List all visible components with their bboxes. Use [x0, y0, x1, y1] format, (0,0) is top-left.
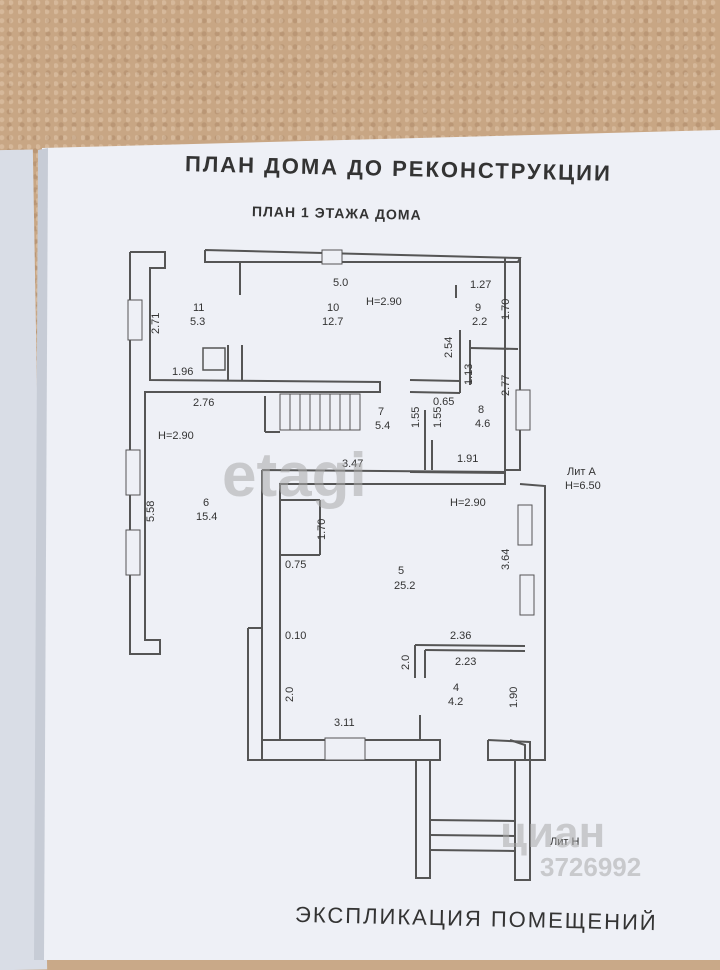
watermark-etagi: etagi: [222, 441, 367, 510]
dim-label: 1.96: [172, 366, 194, 378]
dim-label: 5.0: [333, 277, 349, 289]
paper-edge: [34, 148, 48, 960]
stove-square: [202, 347, 226, 371]
dim-label: 2.77: [500, 374, 512, 396]
dim-label: 1.55: [410, 406, 422, 428]
dim-label: 1.55: [432, 406, 444, 428]
room-8-area: 4.6: [475, 418, 491, 430]
room-10-height: H=2.90: [366, 296, 402, 308]
dim-label: 3.64: [500, 548, 512, 570]
dim-label: 0.10: [285, 630, 307, 642]
room-10-number: 10: [327, 302, 340, 314]
dim-label: 3.47: [342, 458, 364, 470]
lit-a-height: H=6.50: [565, 480, 601, 492]
walls: [129, 249, 546, 881]
lit-a-label: Лит А: [567, 466, 596, 478]
room-6-area: 15.4: [196, 511, 218, 523]
staircase: [279, 393, 361, 431]
room-7-number: 7: [378, 406, 385, 418]
dim-label: 2.23: [455, 656, 477, 668]
room-11-number: 11: [193, 302, 205, 314]
watermark-cian: циан: [500, 808, 606, 857]
lit-h-label: Лит Н: [550, 836, 580, 848]
room-8-number: 8: [478, 404, 485, 416]
dim-label: 1.27: [470, 279, 492, 291]
dim-label: 0.65: [433, 396, 455, 408]
room-9-area: 2.2: [472, 316, 488, 328]
room-10-area: 12.7: [322, 316, 344, 328]
dim-label: 2.54: [443, 336, 455, 358]
room-6-number: 6: [203, 497, 210, 509]
dim-label: 2.0: [284, 686, 296, 702]
dim-label: 2.71: [150, 312, 162, 334]
dim-label: 2.36: [450, 630, 472, 642]
room-4-area: 4.2: [448, 696, 464, 708]
room-7-area: 5.4: [375, 420, 391, 432]
room-11-area: 5.3: [190, 316, 206, 328]
room-9-number: 9: [475, 302, 482, 314]
dim-label: 5.58: [145, 500, 157, 522]
dim-label: 1.70: [500, 298, 512, 320]
dim-label: 1.91: [457, 453, 479, 465]
dim-label: 1.13: [463, 363, 475, 385]
dim-label: 3.11: [334, 717, 355, 729]
dim-label: 0.75: [285, 559, 307, 571]
dim-label: 2.76: [193, 397, 215, 409]
watermark-id: 3726992: [540, 852, 642, 882]
room-5-number: 5: [398, 565, 405, 577]
room-6-height: H=2.90: [158, 430, 194, 442]
room-5-height: H=2.90: [450, 497, 486, 509]
dim-label: 2.0: [400, 654, 412, 670]
windows: [125, 249, 535, 761]
room-5-area: 25.2: [394, 580, 416, 592]
paper: [38, 130, 720, 960]
room-4-number: 4: [453, 682, 460, 694]
dim-label: 1.70: [316, 518, 328, 540]
dim-label: 1.90: [508, 686, 520, 708]
